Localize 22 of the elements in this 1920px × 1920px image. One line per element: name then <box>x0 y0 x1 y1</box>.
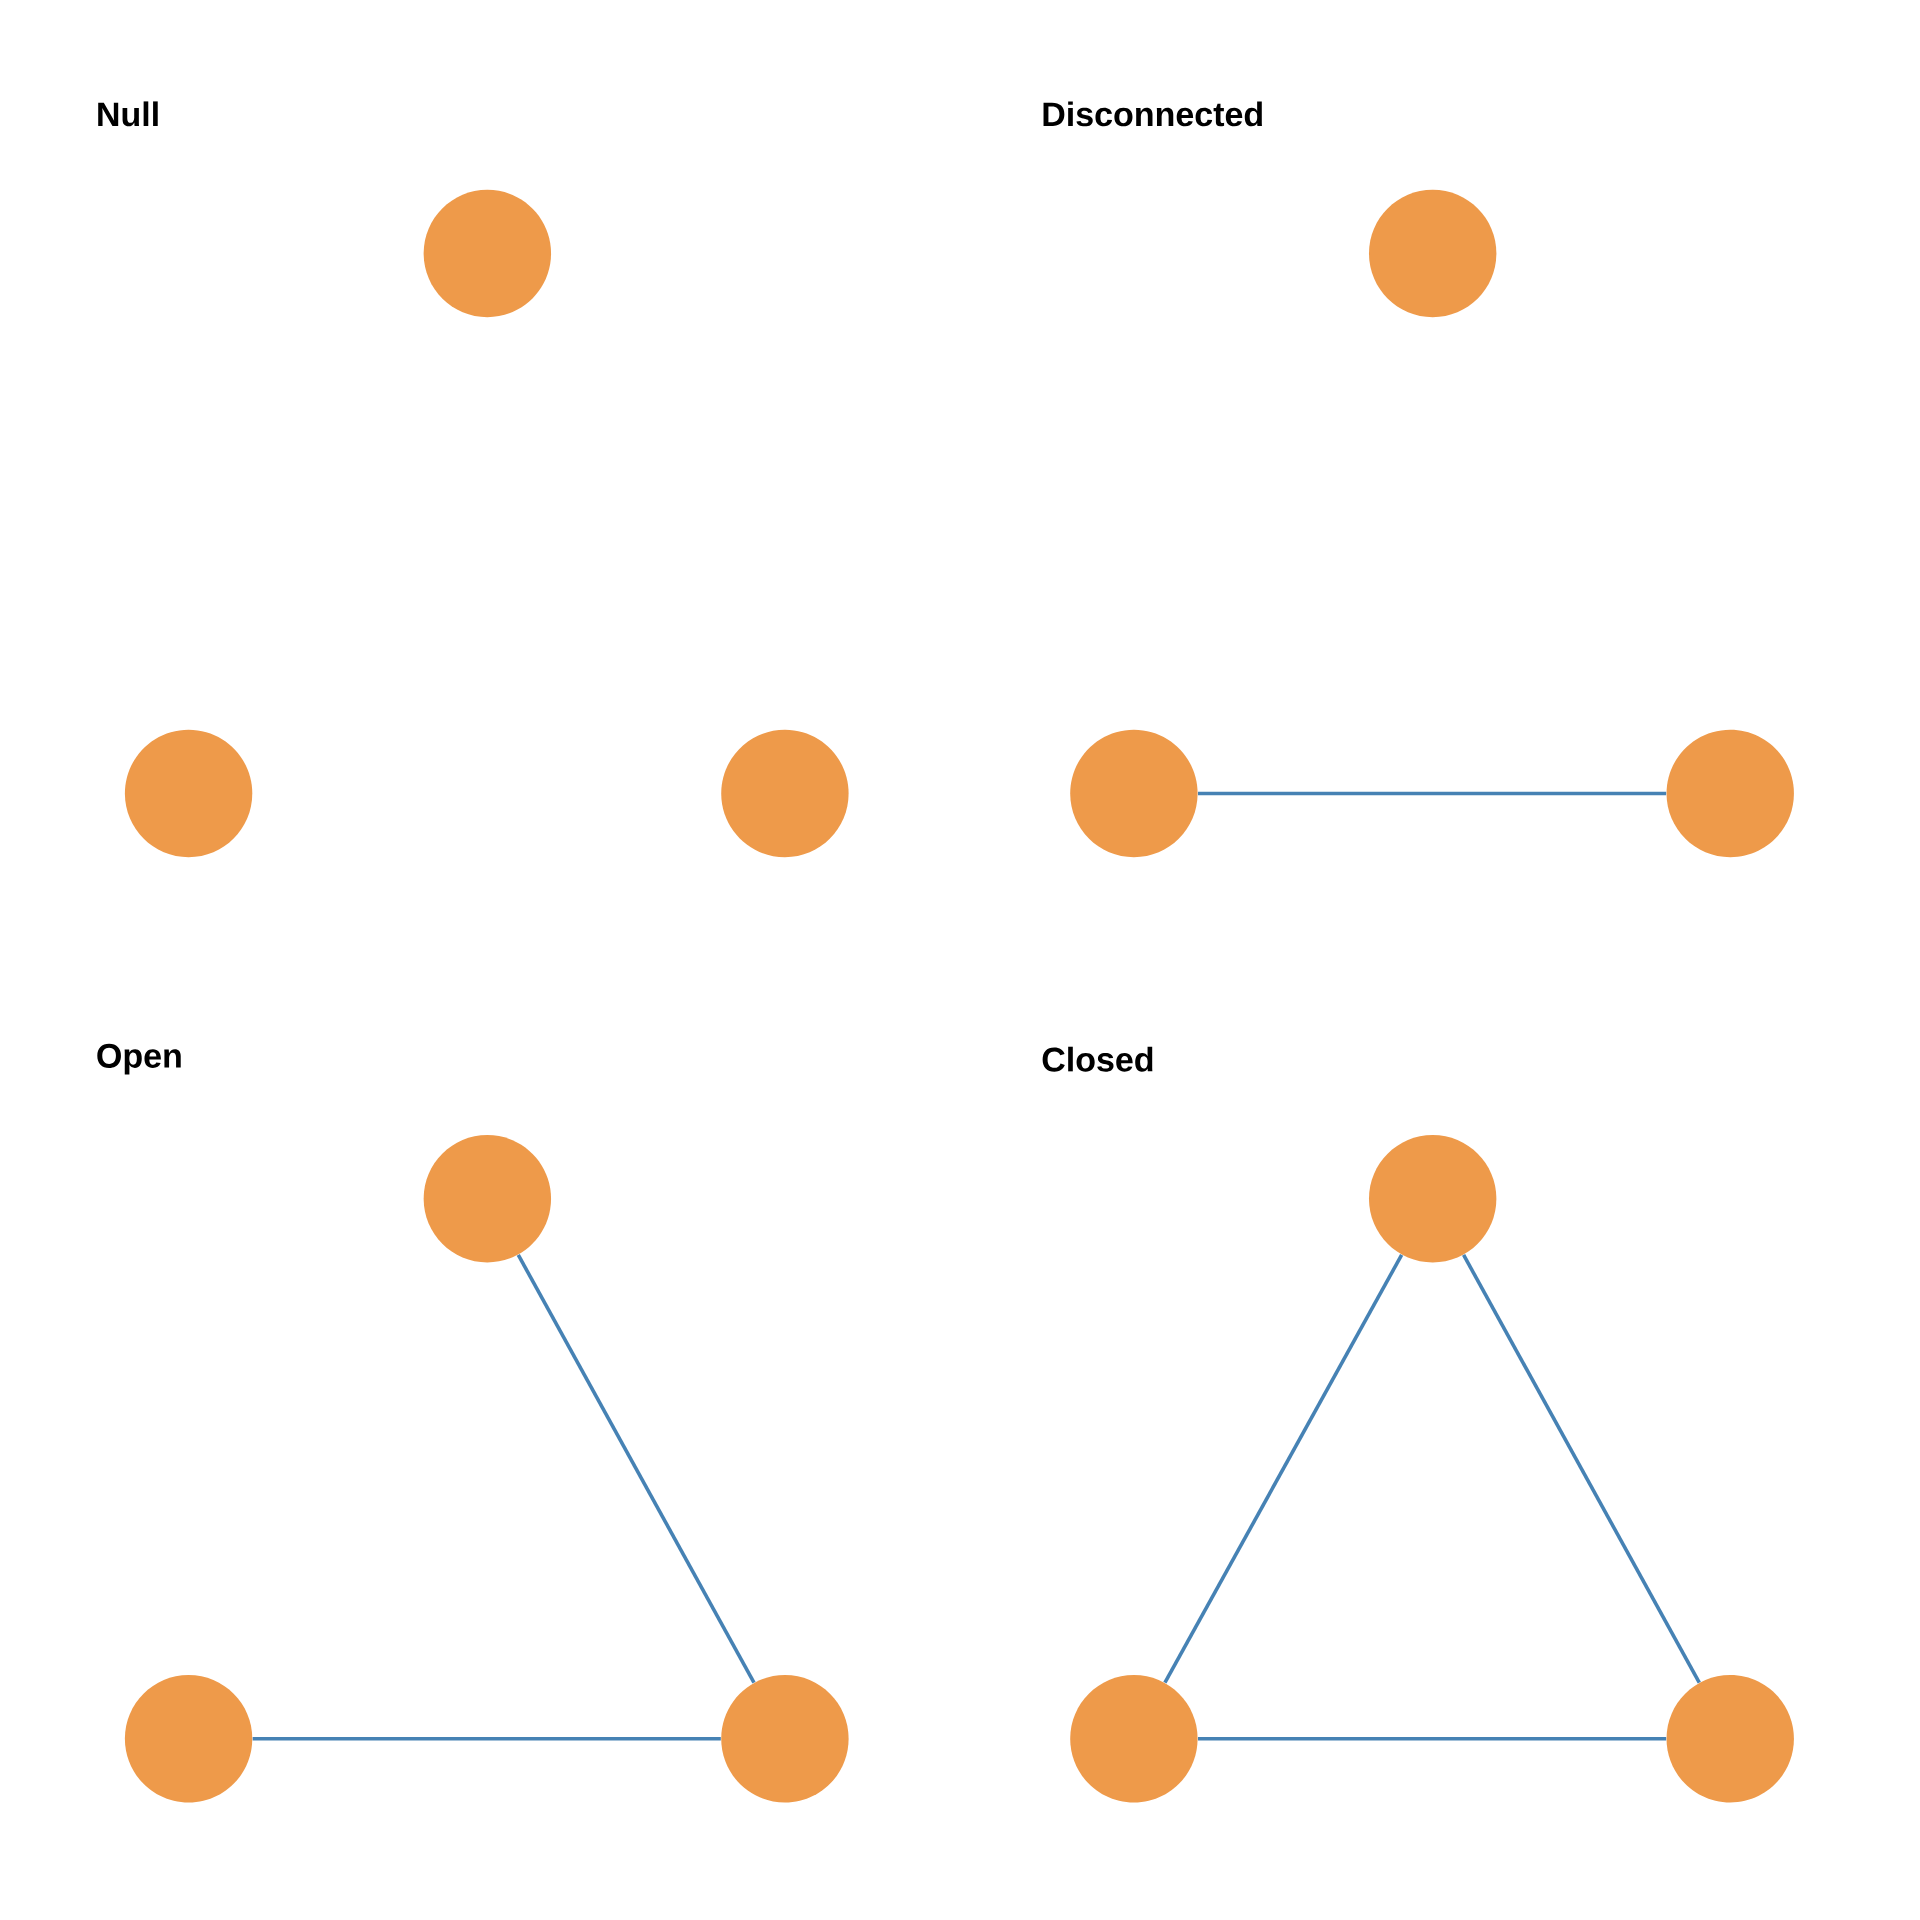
node-circle <box>1666 729 1794 858</box>
node-circle <box>1369 1135 1497 1263</box>
node-circle <box>721 1675 849 1803</box>
node-circle <box>1369 189 1497 318</box>
edge-line <box>1462 1254 1701 1684</box>
edge-line <box>252 1737 721 1741</box>
panel-title: Open <box>97 1043 181 1075</box>
node-circle <box>423 189 552 318</box>
panel-title: Closed <box>1042 1046 1153 1072</box>
panel-title: Null <box>98 101 158 127</box>
edge-line <box>1198 791 1667 796</box>
node-circle <box>721 729 849 858</box>
panel-title: Disconnected <box>1043 101 1262 127</box>
node-circle <box>124 729 253 858</box>
node-circle <box>423 1135 552 1263</box>
edge-line <box>1163 1254 1404 1684</box>
node-circle <box>1666 1675 1794 1803</box>
edge-line <box>1198 1737 1667 1741</box>
node-circle <box>1070 1675 1198 1803</box>
edge-line <box>516 1254 756 1684</box>
node-circle <box>1070 729 1198 858</box>
node-circle <box>124 1675 253 1803</box>
